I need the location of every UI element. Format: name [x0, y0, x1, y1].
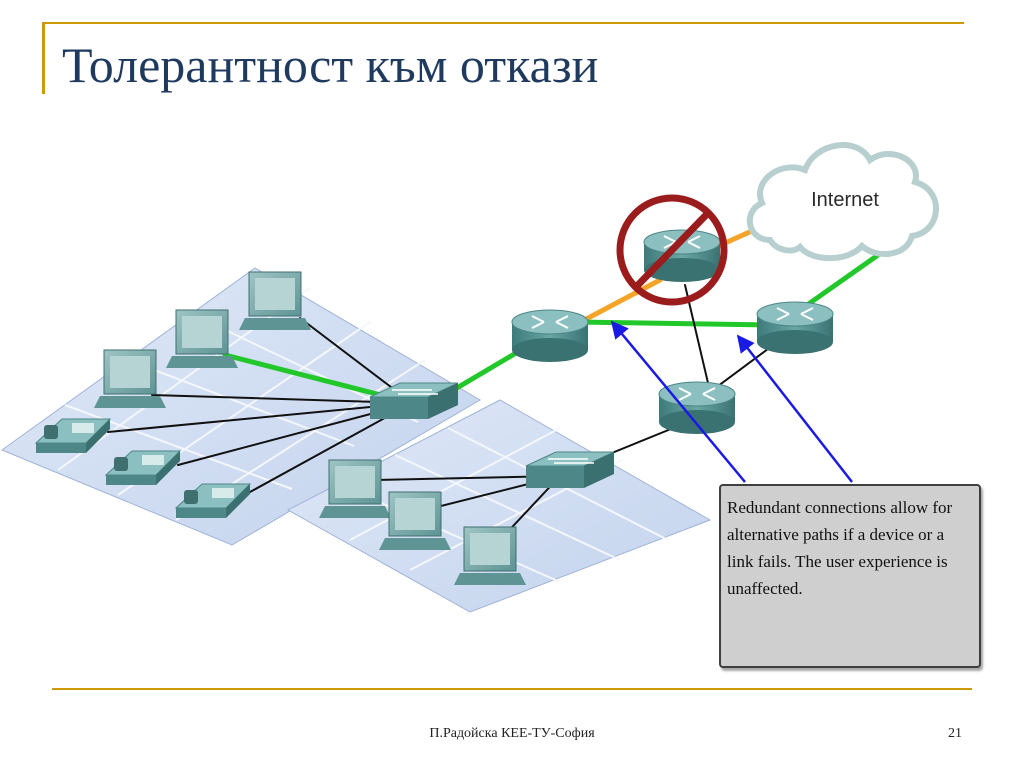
- footer-author: П.Радойска КЕЕ-ТУ-София: [429, 726, 595, 741]
- switch-icon: [525, 451, 615, 488]
- ip-phone-icon: [104, 450, 182, 485]
- internet-cloud-icon: Internet: [746, 142, 940, 262]
- title-accent-bar: [42, 22, 45, 94]
- link-router1-router3: [572, 319, 778, 328]
- link-router1-router2-failed: [572, 277, 663, 328]
- ip-phone-icon: [174, 483, 252, 518]
- switch-icon: [369, 382, 459, 419]
- footer-rule: [52, 688, 972, 690]
- callout-arrow-1: [610, 320, 746, 483]
- pc-icon: [94, 349, 166, 408]
- slide-title: Толерантност към откази: [62, 37, 599, 93]
- prohibited-icon: [616, 194, 728, 306]
- callout-arrow-2: [736, 334, 853, 483]
- link-switch-pc3: [151, 394, 413, 404]
- internet-label: Internet: [811, 189, 879, 211]
- page-number: 21: [948, 726, 962, 741]
- redundancy-callout: Redundant connections allow for alternat…: [719, 484, 981, 668]
- ip-phone-icon: [34, 418, 112, 453]
- router-icon: [658, 381, 736, 434]
- link-router2-router4: [684, 284, 713, 401]
- link-router3-cloud: [797, 245, 891, 313]
- link-switch-phone1: [107, 402, 413, 433]
- router-icon: [756, 301, 834, 354]
- pc-icon: [166, 309, 238, 368]
- router-icon: [511, 309, 589, 362]
- pc-icon: [319, 459, 391, 518]
- pc-icon: [239, 271, 311, 330]
- pc-icon: [379, 491, 451, 550]
- pc-icon: [454, 526, 526, 585]
- title-accent-rule: [42, 22, 964, 24]
